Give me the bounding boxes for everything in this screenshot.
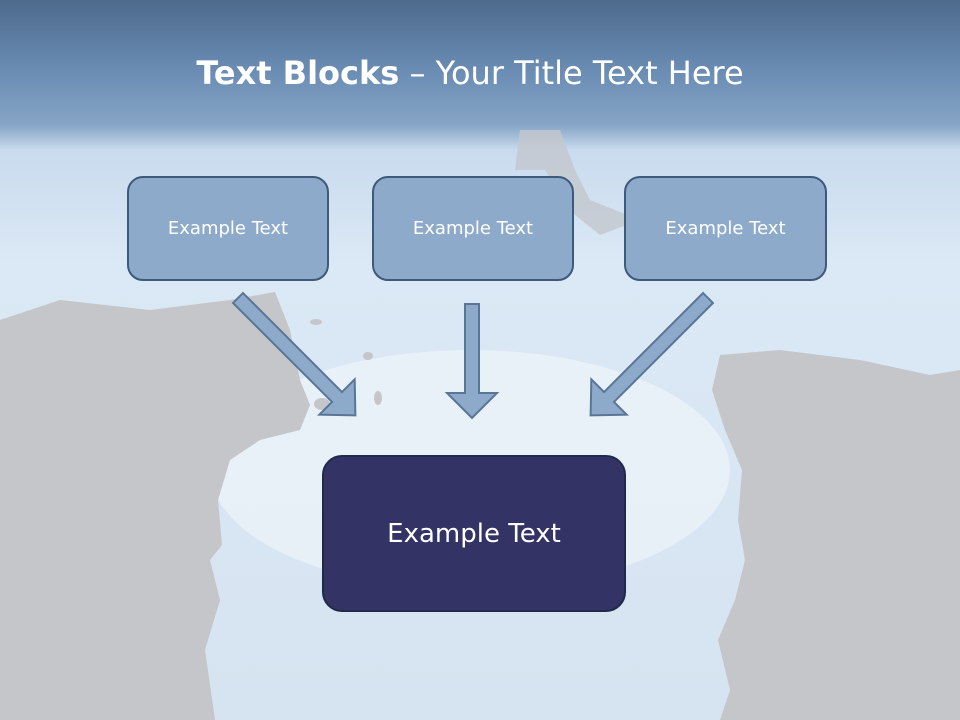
text-block-3[interactable]: Example Text — [624, 176, 827, 281]
arrow-down-icon — [444, 303, 500, 420]
climber-figure — [515, 130, 640, 235]
title-bold: Text Blocks — [196, 54, 400, 92]
arrow-left-icon — [231, 291, 357, 417]
rock — [310, 319, 322, 325]
text-block-2[interactable]: Example Text — [372, 176, 574, 281]
arrows — [231, 291, 715, 420]
left-cliff — [0, 292, 310, 720]
right-cliff — [712, 350, 960, 720]
slide-title: Text Blocks – Your Title Text Here — [0, 54, 940, 92]
rock — [374, 391, 382, 405]
rock — [363, 352, 373, 360]
arrow-right-icon — [589, 291, 715, 417]
text-block-1[interactable]: Example Text — [127, 176, 329, 281]
text-block-label: Example Text — [412, 218, 534, 239]
main-text-block[interactable]: Example Text — [322, 455, 626, 612]
text-block-label: Example Text — [167, 218, 289, 239]
main-text-block-label: Example Text — [387, 519, 561, 549]
title-rest: – Your Title Text Here — [399, 54, 744, 92]
text-block-label: Example Text — [665, 218, 786, 239]
